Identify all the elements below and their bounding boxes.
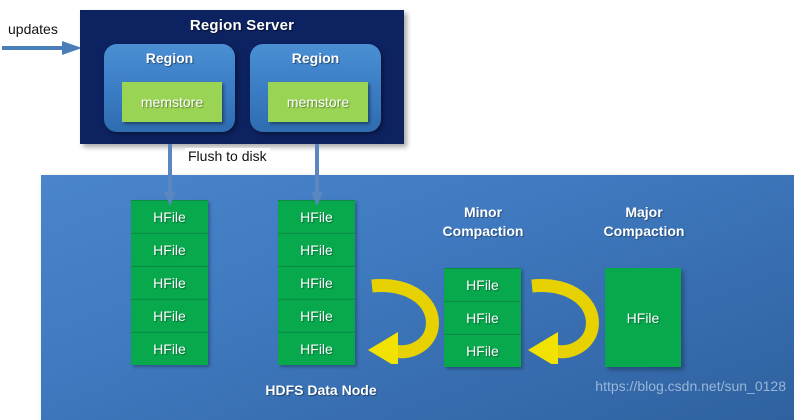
hfile-box: HFile: [444, 301, 521, 334]
hfile-box: HFile: [278, 299, 355, 332]
hfile-box: HFile: [131, 332, 208, 365]
hfile-label: HFile: [153, 341, 186, 357]
hfile-stack-left: HFile HFile HFile HFile HFile: [131, 200, 208, 365]
hfile-label: HFile: [153, 242, 186, 258]
hfile-label: HFile: [300, 209, 333, 225]
hfile-box: HFile: [131, 266, 208, 299]
hfile-box: HFile: [444, 334, 521, 367]
arrow-right-icon: [2, 41, 82, 55]
hfile-box: HFile: [131, 299, 208, 332]
hfile-label: HFile: [153, 209, 186, 225]
hfile-box: HFile: [278, 233, 355, 266]
hfile-label: HFile: [300, 275, 333, 291]
hfile-label: HFile: [153, 308, 186, 324]
minor-compaction-label: Minor Compaction: [422, 203, 544, 241]
watermark-text: https://blog.csdn.net/sun_0128: [595, 378, 786, 394]
region-label: Region: [291, 50, 340, 66]
hdfs-data-node-box: HFile HFile HFile HFile HFile HFile HFil…: [41, 175, 794, 420]
minor-compaction-line2: Compaction: [442, 223, 524, 239]
hfile-label: HFile: [153, 275, 186, 291]
memstore-label: memstore: [140, 94, 204, 110]
hfile-label: HFile: [466, 277, 499, 293]
region-server-title: Region Server: [189, 17, 295, 34]
hfile-label: HFile: [300, 341, 333, 357]
hfile-box: HFile: [131, 233, 208, 266]
curved-arrow-left-icon: [368, 279, 439, 364]
minor-compaction-line1: Minor: [463, 204, 503, 220]
region-box-1: Region memstore: [104, 44, 235, 132]
hfile-label: HFile: [466, 343, 499, 359]
updates-label: updates: [8, 21, 58, 37]
memstore-box: memstore: [122, 82, 222, 122]
memstore-label: memstore: [286, 94, 350, 110]
hfile-label: HFile: [466, 310, 499, 326]
hdfs-data-node-label: HDFS Data Node: [265, 382, 377, 398]
hfile-box: HFile: [278, 266, 355, 299]
major-compaction-label: Major Compaction: [583, 203, 705, 241]
hfile-label: HFile: [300, 242, 333, 258]
arrow-down-icon: [311, 144, 323, 206]
flush-to-disk-label: Flush to disk: [185, 148, 270, 164]
major-compaction-line2: Compaction: [603, 223, 685, 239]
memstore-box: memstore: [268, 82, 368, 122]
hfile-box-major: HFile: [605, 268, 681, 367]
region-label: Region: [145, 50, 194, 66]
hfile-label: HFile: [626, 309, 660, 326]
region-server-box: Region Server Region memstore Region mem…: [80, 10, 404, 144]
hfile-label: HFile: [300, 308, 333, 324]
curved-arrow-left-icon: [528, 279, 599, 364]
hfile-box: HFile: [278, 332, 355, 365]
region-box-2: Region memstore: [250, 44, 381, 132]
hfile-box: HFile: [444, 268, 521, 301]
arrow-down-icon: [164, 144, 176, 206]
major-compaction-line1: Major: [625, 204, 663, 220]
hfile-stack-minor: HFile HFile HFile: [444, 268, 521, 367]
hfile-stack-right: HFile HFile HFile HFile HFile: [278, 200, 355, 365]
